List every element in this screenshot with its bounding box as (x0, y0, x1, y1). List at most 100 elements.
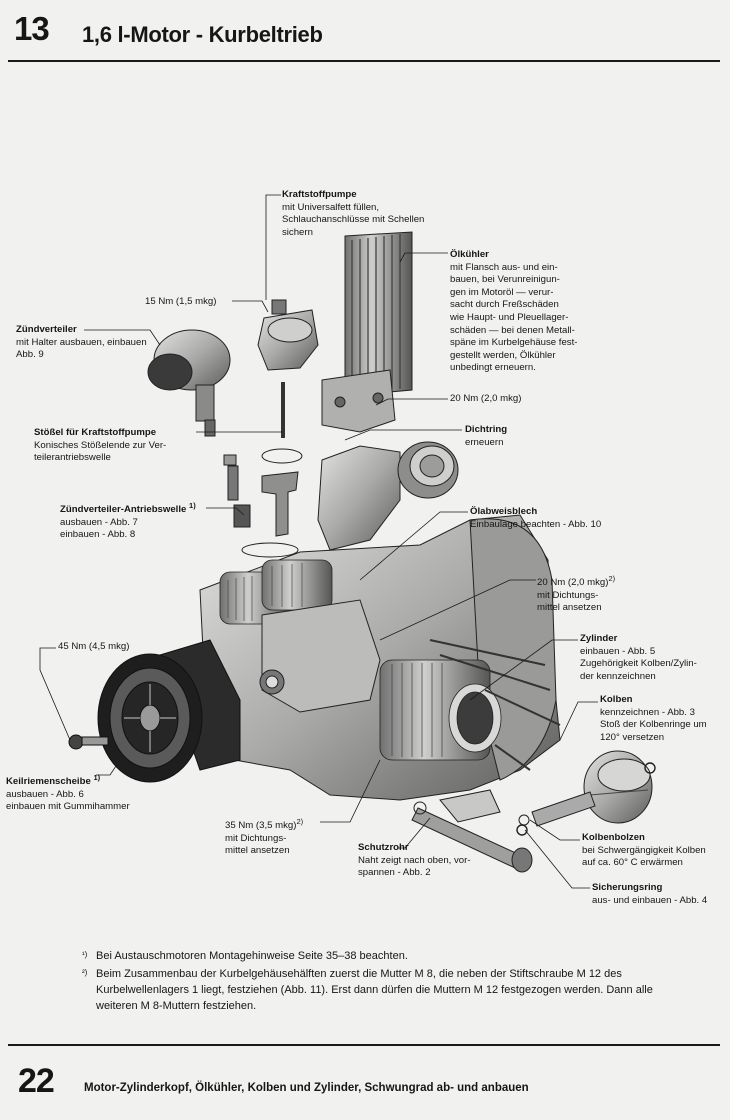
pulley-line-2: einbauen mit Gummihammer (6, 801, 130, 813)
pulley (97, 639, 241, 783)
fuel-pump (257, 299, 319, 371)
page-number: 22 (18, 1062, 55, 1100)
fuel-pump-line-1: mit Universalfett füllen, (282, 201, 380, 213)
oil-cooler-line-3: gen im Motoröl — verur- (450, 286, 554, 298)
piston-line-3: 120° versetzen (600, 731, 665, 743)
distributor (147, 329, 231, 437)
oil-cooler-line-6: schäden — bei denen Metall- (450, 324, 575, 336)
left-cylinders (219, 559, 333, 625)
torque-35-line-2: mittel ansetzen (225, 845, 290, 857)
label-pulley: Keilriemenscheibe 1) ausbauen - Abb. 6 e… (6, 772, 130, 814)
leader-lines (39, 194, 598, 889)
cylinder-line-3: der kennzeichnen (580, 670, 656, 682)
header-rule (8, 60, 720, 62)
distributor-line-1: mit Halter ausbauen, einbauen (16, 336, 147, 348)
fuel-pump-title: Kraftstoffpumpe (282, 189, 357, 200)
label-piston-pin: Kolbenbolzen bei Schwergängigkeit Kolben… (582, 832, 706, 870)
oil-cooler-line-4: sacht durch Freßschäden (450, 299, 559, 311)
label-pushrod: Stößel für Kraftstoffpumpe Konisches Stö… (34, 427, 166, 465)
drive-shaft-footnote-mark: 1) (189, 501, 196, 510)
footnote-2: ²) Beim Zusammenbau der Kurbelgehäusehäl… (82, 966, 682, 1014)
torque-35-line-1: mit Dichtungs- (225, 832, 287, 844)
piston-title: Kolben (600, 694, 633, 705)
deflector-title: Ölabweisblech (470, 506, 538, 517)
footnote-1-text: Bei Austauschmotoren Montagehinweise Sei… (96, 950, 408, 962)
piston-pin (518, 791, 596, 827)
torque-20-sealant-line-2: mittel ansetzen (537, 602, 602, 614)
torque-15-text: 15 Nm (1,5 mkg) (145, 296, 217, 307)
piston-pin-title: Kolbenbolzen (582, 832, 645, 843)
oil-cooler (321, 231, 413, 433)
oil-cooler-line-7: späne im Kurbelgehäuse fest- (450, 337, 578, 349)
pushrod-title: Stößel für Kraftstoffpumpe (34, 427, 157, 438)
protective-tube (411, 801, 533, 873)
label-fuel-pump: Kraftstoffpumpe mit Universalfett füllen… (282, 189, 424, 239)
torque-35-footnote-mark: 2) (296, 817, 304, 826)
torque-20-sealant-line-1: mit Dichtungs- (537, 589, 599, 601)
seal-title: Dichtring (465, 424, 508, 435)
circlips (516, 762, 656, 836)
cylinder-line-2: Zugehörigkeit Kolben/Zylin- (580, 658, 697, 670)
fuel-pump-line-3: sichern (282, 226, 313, 238)
footnote-1: ¹) Bei Austauschmotoren Montagehinweise … (82, 948, 682, 964)
pushrod-line-2: teilerantriebswelle (34, 452, 111, 464)
oil-cooler-line-1: mit Flansch aus- und ein- (450, 261, 558, 273)
deflector-line-1: Einbaulage beachten - Abb. 10 (470, 518, 602, 530)
label-torque-35: 35 Nm (3,5 mkg)2) mit Dichtungs- mittel … (225, 816, 303, 858)
tube-title: Schutzrohr (358, 842, 409, 853)
right-cylinder (379, 659, 502, 761)
piston-pin-line-1: bei Schwergängigkeit Kolben (582, 844, 706, 856)
footer-title: Motor-Zylinderkopf, Ölkühler, Kolben und… (84, 1082, 529, 1094)
pulley-title: Keilriemenscheibe (6, 776, 91, 788)
fuel-pump-line-2: Schlauchanschlüsse mit Schellen (282, 214, 425, 226)
oil-cooler-line-2: bauen, bei Verunreinigun- (450, 274, 560, 286)
pulley-line-1: ausbauen - Abb. 6 (6, 788, 84, 800)
label-piston: Kolben kennzeichnen - Abb. 3 Stoß der Ko… (600, 694, 707, 744)
pulley-footnote-mark: 1) (93, 773, 101, 782)
circlip-line-1: aus- und einbauen - Abb. 4 (592, 894, 708, 906)
label-cylinder: Zylinder einbauen - Abb. 5 Zugehörigkeit… (580, 633, 697, 683)
torque-35-text: 35 Nm (3,5 mkg) (225, 820, 297, 832)
distributor-drive-shaft (223, 454, 251, 528)
oil-deflector-plate (439, 789, 501, 823)
cylinder-studs (429, 639, 561, 771)
label-seal: Dichtring erneuern (465, 424, 507, 449)
cylinder-head (259, 599, 381, 713)
seal-line-1: erneuern (465, 436, 504, 448)
pushrod-line-1: Konisches Stößelende zur Ver- (34, 439, 167, 451)
label-torque-15: 15 Nm (1,5 mkg) (145, 296, 216, 309)
torque-45-text: 45 Nm (4,5 mkg) (58, 641, 130, 652)
oil-filler-housing (317, 441, 459, 551)
piston-line-2: Stoß der Kolbenringe um (600, 719, 707, 731)
chapter-title: 1,6 l-Motor - Kurbeltrieb (82, 22, 323, 47)
oil-cooler-line-9: unbedingt erneuern. (450, 362, 536, 374)
distributor-title: Zündverteiler (16, 324, 77, 335)
tube-line-1: Naht zeigt nach oben, vor- (358, 854, 471, 866)
circlip-title: Sicherungsring (592, 882, 663, 893)
cylinder-line-1: einbauen - Abb. 5 (580, 645, 656, 657)
footer-rule (8, 1044, 720, 1046)
torque-20-cooler-text: 20 Nm (2,0 mkg) (450, 393, 522, 404)
label-circlip: Sicherungsring aus- und einbauen - Abb. … (592, 882, 707, 907)
oil-cooler-line-5: wie Haupt- und Pleuellager- (450, 311, 569, 323)
label-torque-20-cooler: 20 Nm (2,0 mkg) (450, 393, 521, 406)
chapter-number: 13 (14, 10, 50, 47)
oil-cooler-title: Ölkühler (450, 249, 489, 260)
tube-line-2: spannen - Abb. 2 (358, 867, 431, 879)
drive-shaft-line-2: einbauen - Abb. 8 (60, 529, 136, 541)
piston-pin-line-2: auf ca. 60° C erwärmen (582, 857, 683, 869)
footnote-2-text: Beim Zusammenbau der Kurbelgehäusehälfte… (96, 968, 653, 1012)
label-torque-20-sealant: 20 Nm (2,0 mkg)2) mit Dichtungs- mittel … (537, 573, 615, 615)
cylinder-title: Zylinder (580, 633, 618, 644)
torque-20-sealant-footnote-mark: 2) (608, 574, 616, 583)
drive-shaft-line-1: ausbauen - Abb. 7 (60, 516, 138, 528)
pump-support (261, 471, 299, 537)
piston (583, 750, 653, 824)
oil-cooler-line-8: gestellt werden, Ölkühler (450, 349, 556, 361)
pulley-bolt (68, 734, 109, 750)
label-tube: Schutzrohr Naht zeigt nach oben, vor- sp… (358, 842, 471, 880)
label-drive-shaft: Zündverteiler-Antriebswelle 1) ausbauen … (60, 500, 196, 542)
label-deflector: Ölabweisblech Einbaulage beachten - Abb.… (470, 506, 601, 531)
torque-20-sealant-text: 20 Nm (2,0 mkg) (537, 577, 609, 589)
